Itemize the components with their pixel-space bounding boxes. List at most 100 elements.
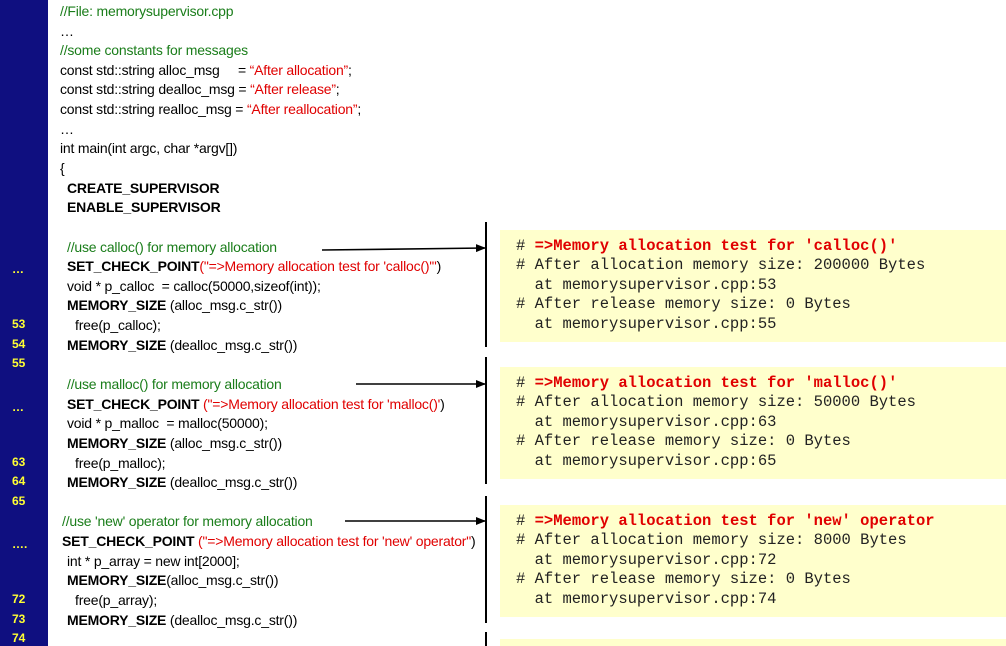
line-number: 55	[12, 356, 26, 370]
code-line: MEMORY_SIZE (dealloc_msg.c_str())	[67, 474, 297, 490]
separator-line	[485, 357, 487, 484]
code-line: SET_CHECK_POINT ("=>Memory allocation te…	[62, 533, 476, 549]
code-line: void * p_malloc = malloc(50000);	[67, 415, 268, 431]
output-hash: #	[516, 374, 535, 392]
code-line: …	[60, 23, 74, 39]
line-number: ….	[12, 537, 28, 551]
output-line: # After allocation memory size: 50000 By…	[516, 393, 916, 411]
code-line: //File: memorysupervisor.cpp	[60, 3, 234, 19]
code-comment: //use malloc() for memory allocation	[67, 376, 282, 392]
line-number: …	[12, 262, 24, 276]
code-text: (dealloc_msg.c_str())	[166, 474, 298, 490]
code-string: “After release”	[250, 81, 336, 97]
code-string: "=>Memory allocation test for 'new' oper…	[202, 533, 472, 549]
line-number-gutter	[0, 0, 48, 646]
output-hash: #	[516, 512, 535, 530]
arrow	[321, 244, 486, 253]
output-panel	[500, 230, 1006, 342]
code-text: const std::string dealloc_msg =	[60, 81, 251, 97]
code-text: {	[60, 160, 65, 176]
code-line: MEMORY_SIZE (dealloc_msg.c_str())	[67, 612, 297, 628]
line-number: 63	[12, 455, 26, 469]
output-headline: =>Memory allocation test for 'malloc()'	[534, 374, 898, 392]
code-string: (	[199, 396, 208, 412]
output-line: at memorysupervisor.cpp:72	[516, 551, 777, 569]
code-macro: SET_CHECK_POINT	[67, 258, 200, 274]
line-number: 64	[12, 474, 26, 488]
line-number: 54	[12, 337, 26, 351]
output-line: at memorysupervisor.cpp:74	[516, 590, 777, 608]
output-line: at memorysupervisor.cpp:55	[516, 315, 777, 333]
code-text: int * p_array = new int[2000];	[67, 553, 240, 569]
code-comment: //File: memorysupervisor.cpp	[60, 3, 234, 19]
code-text: (dealloc_msg.c_str())	[166, 337, 298, 353]
code-line: SET_CHECK_POINT("=>Memory allocation tes…	[67, 258, 441, 274]
output-line: # After release memory size: 0 Bytes	[516, 570, 851, 588]
output-line: at memorysupervisor.cpp:53	[516, 276, 777, 294]
code-line: const std::string dealloc_msg = “After r…	[60, 81, 340, 97]
code-text: ;	[348, 62, 352, 78]
code-text: (dealloc_msg.c_str())	[166, 612, 298, 628]
output-panel	[500, 505, 1006, 617]
output-headline: =>Memory allocation test for 'new' opera…	[534, 512, 935, 530]
code-text: free(p_calloc);	[75, 317, 161, 333]
line-number: 74	[12, 631, 26, 645]
output-headline: =>Memory allocation test for 'calloc()'	[534, 237, 898, 255]
line-number: 72	[12, 592, 26, 606]
code-macro: ENABLE_SUPERVISOR	[67, 199, 221, 215]
code-string: (	[194, 533, 203, 549]
code-macro: MEMORY_SIZE	[67, 435, 167, 451]
code-line: CREATE_SUPERVISOR	[67, 180, 220, 196]
code-line: //use 'new' operator for memory allocati…	[62, 513, 313, 529]
code-text: (alloc_msg.c_str())	[166, 435, 282, 451]
code-line: const std::string realloc_msg = “After r…	[60, 101, 361, 117]
line-number: 65	[12, 494, 26, 508]
code-line: //use calloc() for memory allocation	[67, 239, 277, 255]
code-line: int main(int argc, char *argv[])	[60, 140, 237, 156]
code-comment: //use calloc() for memory allocation	[67, 239, 277, 255]
code-text: void * p_malloc = malloc(50000);	[67, 415, 268, 431]
code-line: MEMORY_SIZE (alloc_msg.c_str())	[67, 297, 282, 313]
code-ellipsis: …	[60, 23, 74, 39]
code-macro: CREATE_SUPERVISOR	[67, 180, 220, 196]
output-line: # After release memory size: 0 Bytes	[516, 295, 851, 313]
code-text: )	[471, 533, 476, 549]
code-line: //use malloc() for memory allocation	[67, 376, 282, 392]
output-line: # After allocation memory size: 200000 B…	[516, 256, 926, 274]
output-line: # After allocation memory size: 8000 Byt…	[516, 531, 907, 549]
line-number: 53	[12, 317, 26, 331]
code-macro: MEMORY_SIZE	[67, 612, 167, 628]
code-text: int main(int argc, char *argv[])	[60, 140, 238, 156]
code-macro: MEMORY_SIZE	[67, 572, 167, 588]
code-line: free(p_array);	[75, 592, 157, 608]
code-string: "=>Memory allocation test for 'calloc()'…	[203, 258, 437, 274]
code-line: free(p_calloc);	[75, 317, 161, 333]
code-string: “After reallocation”	[246, 101, 358, 117]
code-text: (alloc_msg.c_str())	[166, 297, 282, 313]
code-comment: //some constants for messages	[60, 42, 248, 58]
output-line: # =>Memory allocation test for 'calloc()…	[516, 237, 897, 255]
code-line: MEMORY_SIZE (dealloc_msg.c_str())	[67, 337, 297, 353]
code-text: const std::string alloc_msg =	[60, 62, 250, 78]
output-line: # =>Memory allocation test for 'new' ope…	[516, 512, 935, 530]
separator-line	[485, 496, 487, 623]
code-line: //some constants for messages	[60, 42, 248, 58]
output-panel	[500, 367, 1006, 479]
code-text: ;	[357, 101, 362, 117]
code-text: void * p_calloc = calloc(50000,sizeof(in…	[67, 278, 321, 294]
code-line: MEMORY_SIZE(alloc_msg.c_str())	[67, 572, 278, 588]
code-text: free(p_array);	[75, 592, 158, 608]
code-line: SET_CHECK_POINT ("=>Memory allocation te…	[67, 396, 445, 412]
code-string: (	[199, 258, 204, 274]
separator-line	[485, 632, 487, 646]
code-string: "=>Memory allocation test for 'malloc()'	[207, 396, 441, 412]
code-line: const std::string alloc_msg = “After all…	[60, 62, 352, 78]
line-number: 73	[12, 612, 26, 626]
code-macro: MEMORY_SIZE	[67, 337, 167, 353]
output-panel	[500, 639, 1006, 646]
code-line: int * p_array = new int[2000];	[67, 553, 240, 569]
code-text: ;	[335, 81, 340, 97]
line-number: …	[12, 400, 24, 414]
code-macro: SET_CHECK_POINT	[67, 396, 200, 412]
